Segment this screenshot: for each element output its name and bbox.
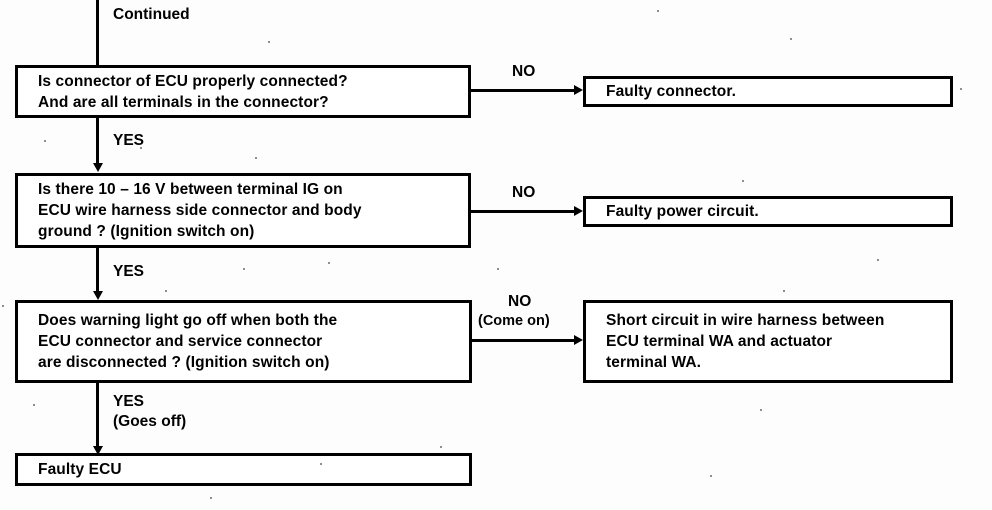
result3-line-2: ECU terminal WA and actuator — [606, 333, 833, 350]
scan-speck — [268, 41, 270, 43]
decision2-line-2: ECU wire harness side connector and body — [38, 202, 362, 219]
connector-no2-line — [470, 210, 575, 213]
scan-speck — [742, 180, 744, 182]
scan-speck — [165, 290, 167, 292]
arrow-yes2 — [93, 291, 103, 300]
result1-line-1: Faulty connector. — [606, 83, 737, 100]
edge-label-no3: NO — [508, 293, 532, 310]
result4-line-1: Faulty ECU — [38, 461, 122, 478]
scan-speck — [320, 463, 322, 465]
scan-speck — [140, 147, 142, 149]
connector-no3-line — [471, 339, 575, 342]
scan-speck — [210, 497, 212, 499]
connector-entry-line — [96, 0, 99, 65]
result-box-faulty-connector: Faulty connector. — [583, 76, 953, 107]
scan-speck — [497, 268, 499, 270]
result-box-faulty-power-circuit: Faulty power circuit. — [583, 196, 953, 227]
scan-speck — [960, 88, 962, 90]
scan-speck — [137, 422, 139, 424]
scan-speck — [790, 38, 792, 40]
arrow-no3 — [574, 335, 583, 345]
decision3-line-2: ECU connector and service connector — [38, 333, 323, 350]
edge-label-no2: NO — [512, 184, 536, 201]
decision-box-ecu-connector: Is connector of ECU properly connected? … — [15, 65, 471, 118]
entry-label-continued: Continued — [113, 6, 190, 23]
connector-no1-line — [470, 89, 575, 92]
decision-box-warning-light: Does warning light go off when both the … — [15, 300, 472, 383]
result-box-faulty-ecu: Faulty ECU — [15, 453, 472, 486]
scan-speck — [877, 259, 879, 261]
edge-label-yes2: YES — [113, 263, 145, 280]
result-box-short-circuit: Short circuit in wire harness between EC… — [583, 300, 953, 383]
scan-speck — [657, 10, 659, 12]
arrow-yes1 — [93, 163, 103, 172]
connector-yes3-line — [96, 383, 99, 449]
edge-label-no1: NO — [512, 63, 536, 80]
scan-speck — [33, 404, 35, 406]
edge-sublabel-yes3: (Goes off) — [113, 413, 187, 430]
decision2-line-3: ground ? (Ignition switch on) — [38, 223, 255, 240]
scan-speck — [2, 305, 4, 307]
decision3-line-3: are disconnected ? (Ignition switch on) — [38, 354, 330, 371]
decision2-line-1: Is there 10 – 16 V between terminal IG o… — [38, 181, 343, 198]
connector-yes1-line — [96, 118, 99, 165]
arrow-yes3 — [93, 446, 103, 455]
result3-line-1: Short circuit in wire harness between — [606, 312, 885, 329]
scan-speck — [440, 446, 442, 448]
edge-label-yes3: YES — [113, 393, 145, 410]
scan-speck — [710, 475, 712, 477]
result2-line-1: Faulty power circuit. — [606, 203, 759, 220]
scan-speck — [783, 290, 785, 292]
scan-speck — [255, 157, 257, 159]
scan-speck — [760, 409, 762, 411]
edge-label-yes1: YES — [113, 132, 145, 149]
edge-sublabel-no3: (Come on) — [478, 313, 550, 329]
scan-speck — [328, 262, 330, 264]
result3-line-3: terminal WA. — [606, 354, 702, 371]
decision1-line-1: Is connector of ECU properly connected? — [38, 72, 348, 90]
scan-speck — [243, 268, 245, 270]
arrow-no2 — [574, 206, 583, 216]
arrow-no1 — [574, 85, 583, 95]
scan-speck — [44, 140, 46, 142]
connector-yes2-line — [96, 248, 99, 293]
decision-box-voltage-ig: Is there 10 – 16 V between terminal IG o… — [15, 173, 471, 248]
decision1-line-2: And are all terminals in the connector? — [38, 93, 329, 111]
decision3-line-1: Does warning light go off when both the — [38, 312, 338, 329]
